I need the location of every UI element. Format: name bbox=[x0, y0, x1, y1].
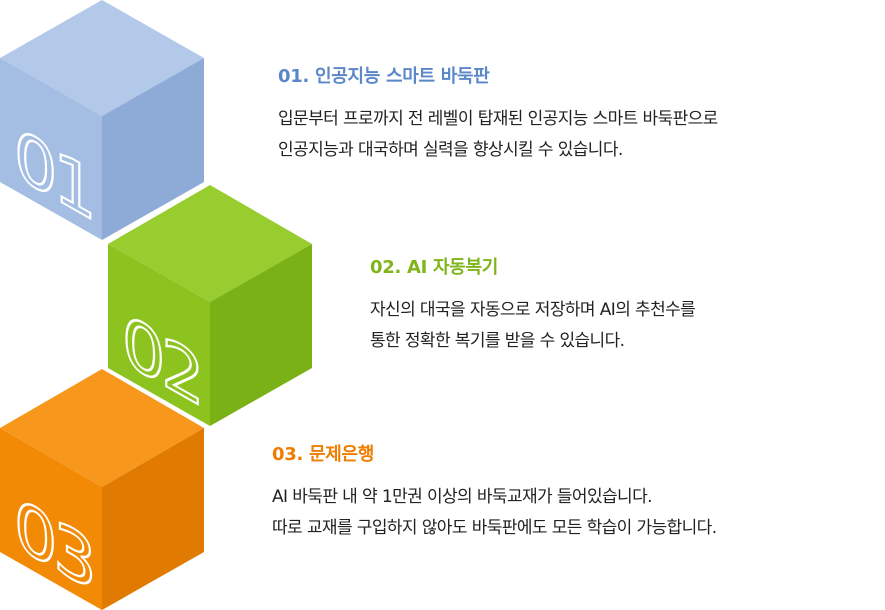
cube-03: 03 bbox=[0, 369, 204, 610]
feature-ai-auto-review: 02. AI 자동복기 자신의 대국을 자동으로 저장하며 AI의 추천수를 통… bbox=[370, 253, 696, 357]
cube-02-top bbox=[108, 185, 312, 302]
description-line: 입문부터 프로까지 전 레벨이 탑재된 인공지능 스마트 바둑판으로 bbox=[278, 109, 718, 129]
feature-description: 입문부터 프로까지 전 레벨이 탑재된 인공지능 스마트 바둑판으로 인공지능과… bbox=[278, 104, 718, 166]
cube-02-side bbox=[210, 244, 312, 426]
description-line: AI 바둑판 내 약 1만권 이상의 바둑교재가 들어있습니다. bbox=[272, 487, 653, 507]
cube-01-side bbox=[102, 58, 204, 240]
cube-01-front bbox=[0, 58, 102, 240]
cube-03-front bbox=[0, 428, 102, 610]
cube-03-side bbox=[102, 428, 204, 610]
feature-ai-smart-board: 01. 인공지능 스마트 바둑판 입문부터 프로까지 전 레벨이 탑재된 인공지… bbox=[278, 62, 718, 166]
feature-title: 01. 인공지능 스마트 바둑판 bbox=[278, 66, 490, 87]
description-line: 인공지능과 대국하며 실력을 향상시킬 수 있습니다. bbox=[278, 140, 623, 160]
feature-title: 02. AI 자동복기 bbox=[370, 257, 498, 278]
cube-02: 02 bbox=[108, 185, 312, 426]
feature-description: AI 바둑판 내 약 1만권 이상의 바둑교재가 들어있습니다. 따로 교재를 … bbox=[272, 482, 717, 544]
description-line: 자신의 대국을 자동으로 저장하며 AI의 추천수를 bbox=[370, 300, 696, 320]
feature-description: 자신의 대국을 자동으로 저장하며 AI의 추천수를 통한 정확한 복기를 받을… bbox=[370, 295, 696, 357]
feature-problem-bank: 03. 문제은행 AI 바둑판 내 약 1만권 이상의 바둑교재가 들어있습니다… bbox=[272, 440, 717, 544]
cube-01: 01 bbox=[0, 0, 204, 240]
description-line: 따로 교재를 구입하지 않아도 바둑판에도 모든 학습이 가능합니다. bbox=[272, 518, 717, 538]
cube-02-front bbox=[108, 244, 210, 426]
description-line: 통한 정확한 복기를 받을 수 있습니다. bbox=[370, 331, 625, 351]
feature-title: 03. 문제은행 bbox=[272, 444, 374, 465]
